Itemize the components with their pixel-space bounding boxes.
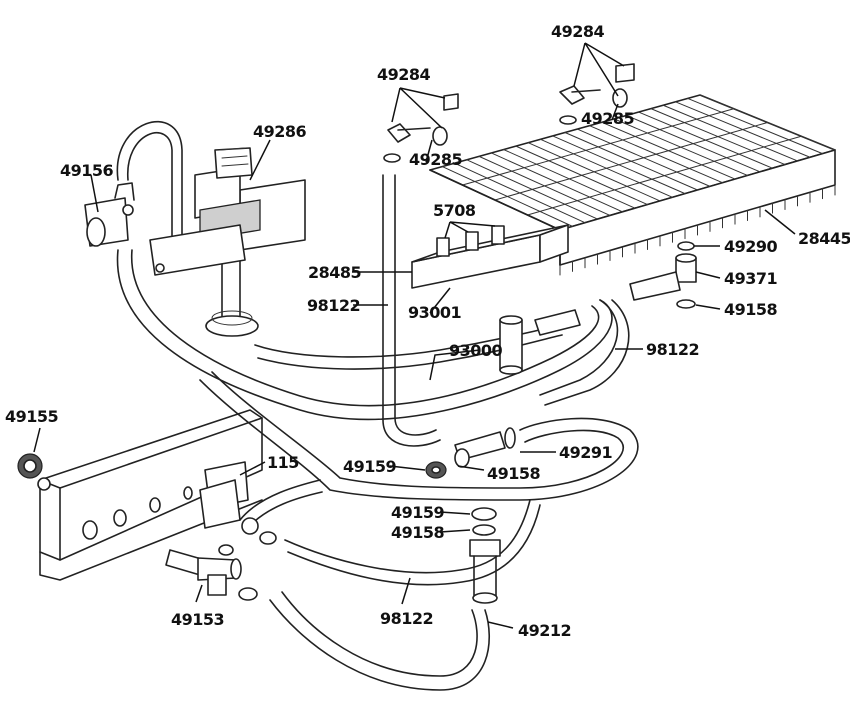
label-115: 115 [267, 453, 299, 472]
label-49159-upper: 49159 [343, 457, 397, 476]
label-28445: 28445 [798, 229, 850, 248]
spout-left [383, 93, 459, 163]
grommet-49155 [17, 453, 43, 479]
label-49286: 49286 [253, 122, 307, 141]
label-49153: 49153 [171, 610, 224, 629]
label-98122-right: 98122 [646, 340, 699, 359]
label-49212: 49212 [518, 621, 571, 640]
label-49285-right: 49285 [581, 109, 635, 128]
grid-cross-rod [462, 108, 735, 186]
label-49155: 49155 [5, 407, 59, 426]
fitting-49291 [454, 427, 516, 468]
spout-right [559, 63, 635, 125]
tee-49153 [165, 544, 258, 601]
label-5708: 5708 [433, 201, 476, 220]
water-valve-49156 [84, 182, 135, 247]
grid-cross-rod [494, 122, 768, 201]
label-98122-upper: 98122 [307, 296, 360, 315]
label-98122-lower: 98122 [380, 609, 433, 628]
manifold-28485 [411, 224, 569, 289]
valve-115 [199, 461, 277, 545]
label-49290: 49290 [724, 237, 778, 256]
label-49291: 49291 [559, 443, 613, 462]
fitting-49159-upper [425, 461, 447, 479]
label-49159-lower: 49159 [391, 503, 445, 522]
evaporator-grid-28445 [429, 94, 836, 276]
label-49156: 49156 [60, 161, 114, 180]
label-49158-lower: 49158 [391, 523, 445, 542]
grid-cross-rod [527, 135, 802, 216]
label-49371: 49371 [724, 269, 778, 288]
mounting-rail [37, 409, 263, 581]
hoses [116, 121, 639, 691]
label-49158-mid: 49158 [487, 464, 541, 483]
label-49158-right: 49158 [724, 300, 778, 319]
pump-motor-49286 [149, 147, 306, 337]
tee-fitting-center [499, 309, 581, 375]
label-49285-left: 49285 [409, 150, 463, 169]
fitting-49159-lower [469, 507, 501, 604]
label-49284-left: 49284 [377, 65, 431, 84]
label-93001: 93001 [408, 303, 462, 322]
label-49284-right: 49284 [551, 22, 605, 41]
leader-lines [33, 42, 796, 629]
label-93000: 93000 [449, 341, 503, 360]
fitting-49371 [629, 241, 697, 309]
label-28485: 28485 [308, 263, 362, 282]
part-labels: 49284 49284 49285 49285 49286 49156 5708… [5, 22, 850, 640]
